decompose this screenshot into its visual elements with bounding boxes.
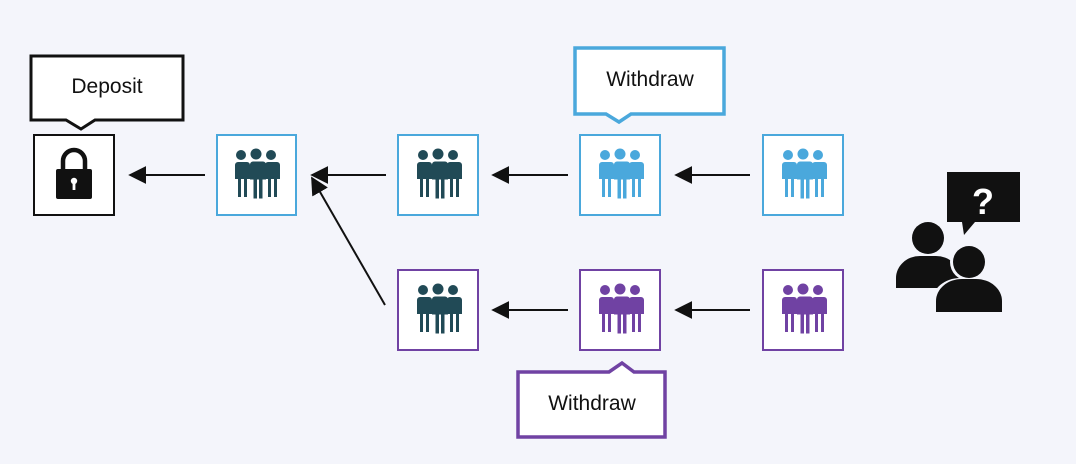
group-node-top-2 — [397, 134, 479, 216]
flow-arrows — [128, 166, 750, 319]
withdraw-label-blue: Withdraw — [606, 68, 694, 91]
vault-node — [33, 134, 115, 216]
withdraw-callout-purple: Withdraw — [516, 360, 667, 439]
group-node-top-1 — [216, 134, 297, 216]
group-node-bottom-2 — [579, 269, 661, 351]
question-mark: ? — [972, 181, 994, 222]
arrow-bottom-1-to-top-1 — [311, 176, 386, 306]
withdraw-label-purple: Withdraw — [548, 392, 636, 415]
withdraw-callout-blue: Withdraw — [573, 46, 726, 125]
group-node-top-4 — [762, 134, 844, 216]
group-node-bottom-3 — [762, 269, 844, 351]
group-node-top-3 — [579, 134, 661, 216]
group-node-bottom-1 — [397, 269, 479, 351]
deposit-label: Deposit — [71, 75, 142, 98]
deposit-callout: Deposit — [29, 54, 185, 131]
users-question-icon: ? — [896, 172, 1020, 316]
padlock-icon — [56, 147, 92, 199]
